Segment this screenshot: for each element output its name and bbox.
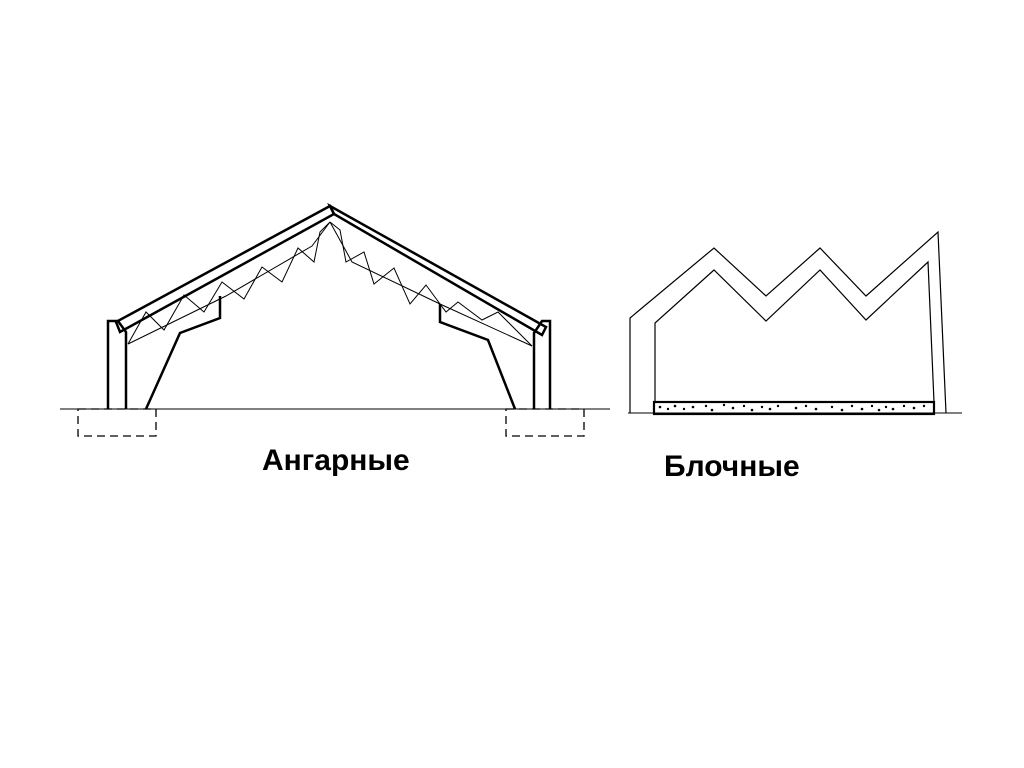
block-structure — [628, 230, 962, 416]
hangar-structure — [60, 202, 610, 437]
caption-block: Блочные — [664, 450, 800, 483]
block-floor-slab — [652, 400, 936, 416]
hangar-strut-right — [438, 304, 517, 410]
hangar-column-left — [106, 319, 128, 409]
block-outline-outer — [629, 230, 947, 414]
hangar-roof-right — [327, 202, 548, 337]
hangar-column-right — [532, 319, 552, 409]
block-floor-aggregate — [658, 403, 926, 412]
hangar-foundation-left — [77, 408, 157, 437]
hangar-foundation-right — [505, 408, 585, 437]
hangar-truss-web-left — [127, 221, 331, 345]
hangar-roof-left — [114, 204, 336, 334]
hangar-truss-web-right — [329, 221, 533, 347]
hangar-truss-chord-left — [127, 221, 331, 345]
hangar-truss-chord-right — [329, 221, 533, 347]
caption-hangar: Ангарные — [262, 444, 410, 477]
block-outline-inner — [654, 260, 935, 403]
hangar-strut-left — [144, 296, 222, 410]
